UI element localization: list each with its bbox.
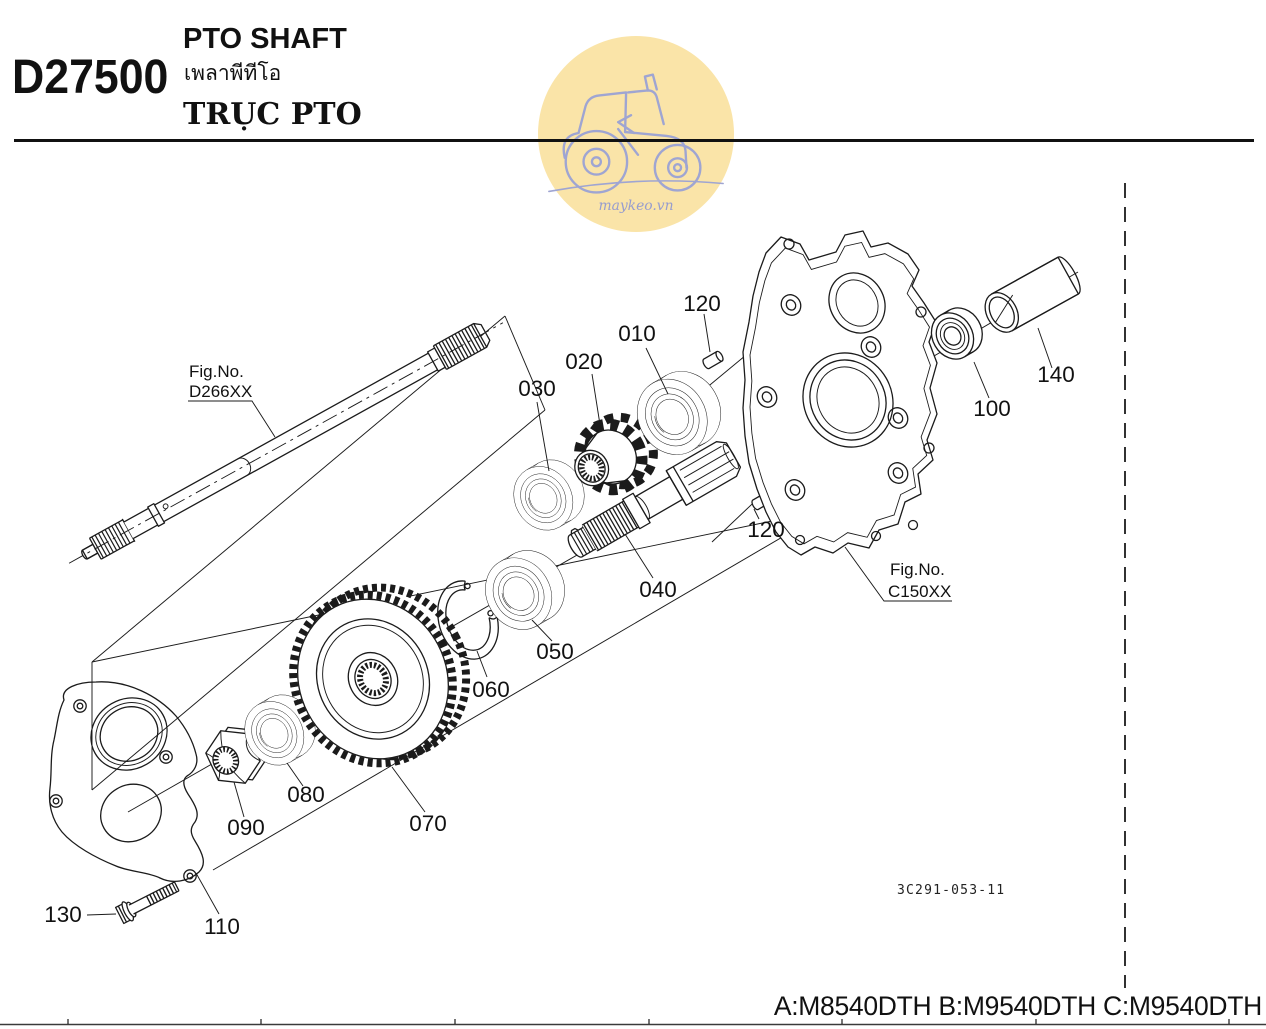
page-title: PTO SHAFT: [183, 23, 347, 55]
callout-090: 090: [227, 815, 265, 840]
models-line: A:M8540DTH B:M9540DTH C:M9540DTH: [773, 991, 1262, 1021]
callout-130: 130: [44, 902, 82, 927]
part-040-pto-shaft: [567, 441, 742, 558]
callout-120-top: 120: [683, 291, 721, 316]
fig-ref-case-code: C150XX: [888, 582, 951, 601]
leader-lines: [86, 313, 1053, 916]
callout-070: 070: [409, 811, 447, 836]
callouts: 010 020 030 040 050 060 070 080 090 100 …: [44, 291, 1075, 939]
fig-ref-shaft-label: Fig.No.: [189, 362, 244, 381]
callout-120-bottom: 120: [747, 517, 785, 542]
fig-ref-shaft: Fig.No. D266XX: [189, 362, 252, 401]
watermark-text: maykeo.vn: [598, 198, 673, 214]
callout-060: 060: [472, 677, 510, 702]
doc-code: D27500: [12, 51, 169, 104]
callout-020: 020: [565, 349, 603, 374]
callout-110: 110: [204, 914, 240, 939]
fig-ref-shaft-code: D266XX: [189, 382, 252, 401]
part-140-shaft-cover: [984, 256, 1081, 333]
part-110-cover-plate: [48, 681, 205, 883]
part-120-pin-top: [700, 349, 726, 371]
header-rule: [14, 139, 1254, 142]
callout-080: 080: [287, 782, 325, 807]
callout-040: 040: [639, 577, 677, 602]
callout-030: 030: [518, 376, 556, 401]
callout-140: 140: [1037, 362, 1075, 387]
part-shaft-d266xx: [68, 322, 504, 564]
fig-ref-case: Fig.No. C150XX: [888, 560, 951, 601]
part-case-c150xx: [742, 230, 938, 556]
callout-010: 010: [618, 321, 656, 346]
part-130-bolt: [114, 881, 180, 925]
part-060-snap-ring: [437, 580, 499, 660]
fig-ref-case-label: Fig.No.: [890, 560, 945, 579]
callout-050: 050: [536, 639, 574, 664]
part-100-seal: [930, 307, 983, 360]
page-title-thai: เพลาพีทีโอ: [184, 62, 282, 85]
drawing-number: 3C291-053-11: [897, 883, 1005, 898]
callout-100: 100: [973, 396, 1011, 421]
page-title-vietnamese: TRỤC PTO: [183, 97, 362, 132]
bottom-table-edge: [0, 1019, 1266, 1026]
part-050-bearing: [472, 538, 578, 642]
part-070-gear: [289, 583, 471, 768]
